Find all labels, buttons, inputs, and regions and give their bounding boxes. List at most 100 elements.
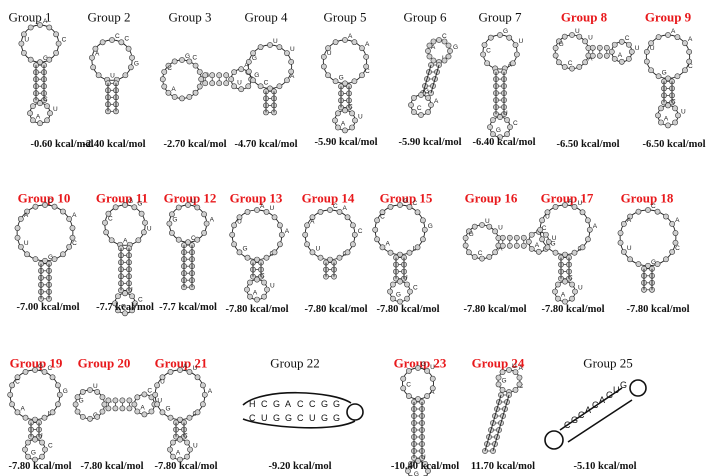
group-label: Group 8 [561,10,608,25]
nucleotide [53,50,60,56]
nucleotide [186,94,193,100]
nucleotide [471,254,478,260]
nucleotide [132,300,138,307]
nucleotide [484,60,491,67]
nucleotide [55,401,61,408]
nucleotide [645,207,651,213]
nucleotide [49,409,56,416]
free-energy-value: -7.80 kcal/mol [9,461,72,472]
nucleotide [418,112,424,118]
nucleotide [42,202,48,208]
nucleotide [175,236,182,243]
free-energy-value: -5.90 kcal/mol [399,137,462,148]
nucleotide [654,261,661,268]
base-letter: A [95,51,100,58]
nucleotide [122,202,128,208]
base-letter: A [244,62,249,69]
nucleotide [555,59,562,66]
base-letter: A [585,405,591,415]
nucleotide [9,382,15,389]
free-energy-value: -2.70 kcal/mol [164,139,227,150]
nucleotide [92,45,99,52]
base-letter: H [249,399,256,409]
base-letter: U [635,45,640,52]
nucleotide [320,63,327,70]
base-letter: C [183,433,188,440]
nucleotide [109,37,115,43]
nucleotide [288,68,295,75]
nucleotide [544,209,551,216]
base-letter: G [43,55,48,62]
nucleotide [122,72,129,79]
group-label: Group 18 [621,191,674,206]
nucleotide [99,394,106,401]
nucleotide [167,414,174,421]
nucleotide [37,120,43,127]
nucleotide [415,365,421,371]
nucleotide [349,110,355,117]
nucleotide [9,401,15,408]
base-letter: U [93,383,98,390]
base-letter: C [358,228,363,235]
base-letter: A [671,28,676,35]
base-letter: G [285,413,292,423]
base-letter: U [412,246,417,253]
nucleotide [499,386,506,393]
base-letter: G [242,245,247,252]
nucleotide [342,80,348,87]
nucleotide [142,219,148,226]
base-letter: G [651,259,656,266]
nucleotide [94,413,101,420]
nucleotide [658,119,664,126]
nucleotide [32,436,38,443]
nucleotide [277,241,283,248]
nucleotide [344,249,351,256]
nucleotide [359,72,365,79]
stem-backbone [492,394,510,452]
nucleotide [351,39,358,46]
nucleotide [479,255,485,262]
base-letter: A [688,36,693,43]
stem-backbone [242,391,356,429]
nucleotide [406,249,413,256]
group-label: Group 2 [88,10,131,25]
base-letter: U [237,79,242,86]
base-letter: G [342,251,347,258]
free-energy-value: -7.7 kcal/mol [159,302,217,313]
nucleotide [342,127,348,134]
nucleotide [231,241,237,248]
nucleotide [561,33,568,40]
base-letter: G [339,74,344,81]
base-letter: U [273,38,278,45]
nucleotide [504,131,510,138]
nucleotide [186,368,193,375]
nucleotide [611,55,618,62]
base-letter: G [333,413,340,423]
base-letter: G [38,363,43,370]
nucleotide [108,237,115,244]
nucleotide [643,48,650,55]
nucleotide [445,42,452,49]
nucleotide [201,211,208,218]
nucleotide [196,68,203,75]
base-letter: U [315,245,320,252]
nucleotide [628,48,635,55]
nucleotide [414,244,421,251]
nucleotide [134,394,141,401]
nucleotide [302,231,309,238]
nucleotide [408,102,414,108]
nucleotide [342,37,348,43]
nucleotide [447,48,453,54]
nucleotide [465,228,472,235]
nucleotide [351,78,358,85]
nucleotide [42,257,48,264]
base-letter: C [108,216,113,223]
nucleotide [374,217,380,224]
nucleotide [351,231,358,238]
base-letter: C [15,378,20,385]
nucleotide [643,58,650,65]
nucleotide [405,468,411,474]
